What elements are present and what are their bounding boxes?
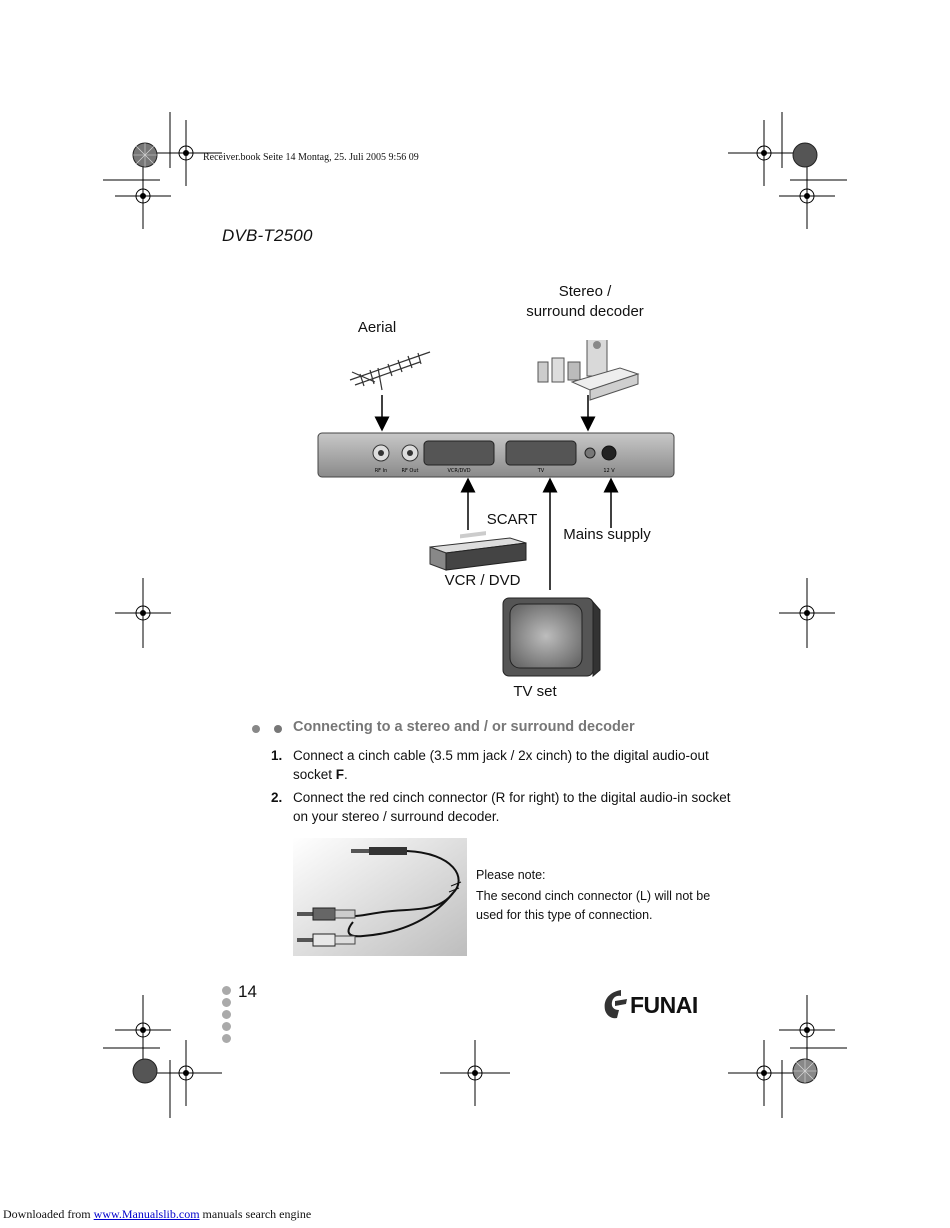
cinch-cable-illustration [293, 838, 467, 956]
step-1: 1. Connect a cinch cable (3.5 mm jack / … [271, 746, 733, 784]
vcr-dvd-label: VCR / DVD [444, 572, 521, 589]
step-2: 2. Connect the red cinch connector (R fo… [271, 788, 733, 826]
note: Please note: The second cinch connector … [476, 866, 716, 925]
aerial-label: Aerial [357, 319, 397, 336]
model-title: DVB-T2500 [222, 226, 313, 245]
vcr-dvd-icon [429, 531, 527, 571]
margin-dot [222, 998, 231, 1007]
note-text-line1: The second cinch connector (L) will not … [476, 889, 711, 903]
port-vcr-label: VCR/DVD [447, 468, 470, 474]
note-text-line2: used for this type of connection. [476, 908, 653, 922]
section-bullet-outer [252, 725, 260, 733]
page-number: 14 [238, 982, 257, 1001]
stereo-system-icon [537, 340, 640, 401]
footer-prefix: Downloaded from [3, 1207, 94, 1221]
jack-plug-icon [351, 847, 407, 855]
stereo-label-line2: surround decoder [526, 303, 644, 320]
mains-supply-label: Mains supply [563, 526, 651, 543]
connection-diagram: RF In RF Out VCR/DVD TV 12 V [317, 340, 675, 678]
port-rf-in-label: RF In [375, 468, 388, 474]
step-1-line1: Connect a cinch cable (3.5 mm jack / 2x … [293, 748, 709, 763]
section-bullet-inner [274, 725, 282, 733]
scart-label: SCART [486, 511, 538, 528]
aerial-antenna-icon [349, 351, 431, 391]
stereo-label-line1: Stereo / [558, 283, 612, 300]
print-header: Receiver.book Seite 14 Montag, 25. Juli … [203, 152, 419, 163]
section-heading: Connecting to a stereo and / or surround… [293, 719, 635, 735]
funai-logo-icon [604, 990, 627, 1019]
margin-dot [222, 1022, 231, 1031]
manualslib-link[interactable]: www.Manualslib.com [93, 1207, 200, 1221]
funai-brand-wordmark: FUNAI [630, 992, 698, 1018]
port-tv-label: TV [537, 468, 545, 474]
margin-dot [222, 986, 231, 995]
step-1-number: 1. [271, 748, 283, 763]
step-2-line2: on your stereo / surround decoder. [293, 809, 500, 824]
footer-suffix: manuals search engine [199, 1207, 312, 1221]
tv-set-label: TV set [513, 683, 557, 700]
step-1-line2: socket F. [293, 767, 348, 782]
port-rf-out-label: RF Out [401, 468, 418, 474]
step-2-number: 2. [271, 790, 283, 805]
cinch-plug-white-icon [297, 933, 356, 947]
port-power-label: 12 V [603, 468, 615, 474]
cinch-plug-red-icon [297, 907, 356, 921]
receiver-rear-panel [317, 432, 675, 478]
margin-dot [222, 1010, 231, 1019]
note-title: Please note: [476, 868, 546, 882]
step-2-line1: Connect the red cinch connector (R for r… [293, 790, 731, 805]
footer: Downloaded from www.Manualslib.com manua… [3, 1207, 311, 1222]
margin-dot [222, 1034, 231, 1043]
tv-set-icon [502, 597, 601, 678]
